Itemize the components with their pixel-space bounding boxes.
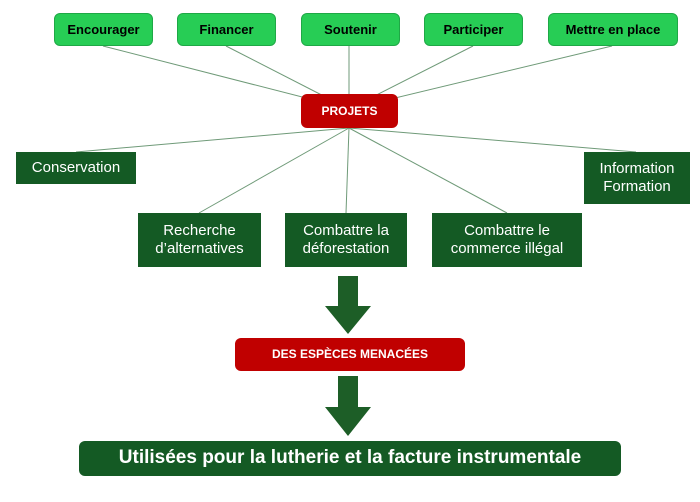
- verb-participer: Participer: [424, 13, 523, 46]
- action-recherche: Recherche d’alternatives: [138, 213, 261, 267]
- action-information-line1: Information: [599, 160, 675, 177]
- result-node: Utilisées pour la lutherie et la facture…: [79, 441, 621, 476]
- action-deforestation-line1: Combattre la: [303, 222, 389, 239]
- species-node: DES ESPÈCES MENACÉES: [235, 338, 465, 371]
- verb-financer: Financer: [177, 13, 276, 46]
- action-deforestation: Combattre la déforestation: [285, 213, 407, 267]
- projets-node: PROJETS: [301, 94, 398, 128]
- action-recherche-line1: Recherche: [163, 222, 236, 239]
- action-conservation: Conservation: [16, 152, 136, 184]
- verb-encourager: Encourager: [54, 13, 153, 46]
- connector-recherche: [198, 127, 350, 214]
- connector-deforestation: [345, 127, 350, 214]
- action-recherche-line2: d’alternatives: [155, 240, 244, 257]
- verb-soutenir: Soutenir: [301, 13, 400, 46]
- connector-information: [348, 127, 637, 153]
- action-information-formation: Information Formation: [584, 152, 690, 204]
- connector-conservation: [75, 127, 350, 153]
- action-deforestation-line2: déforestation: [302, 240, 390, 257]
- action-information-line2: Formation: [603, 178, 671, 195]
- verb-mettre-en-place: Mettre en place: [548, 13, 678, 46]
- down-arrow-icon: [325, 276, 371, 334]
- action-commerce-line1: Combattre le: [464, 222, 550, 239]
- action-commerce-line2: commerce illégal: [450, 240, 564, 257]
- action-commerce: Combattre le commerce illégal: [432, 213, 582, 267]
- connector-commerce: [348, 127, 508, 214]
- down-arrow-icon: [325, 376, 371, 436]
